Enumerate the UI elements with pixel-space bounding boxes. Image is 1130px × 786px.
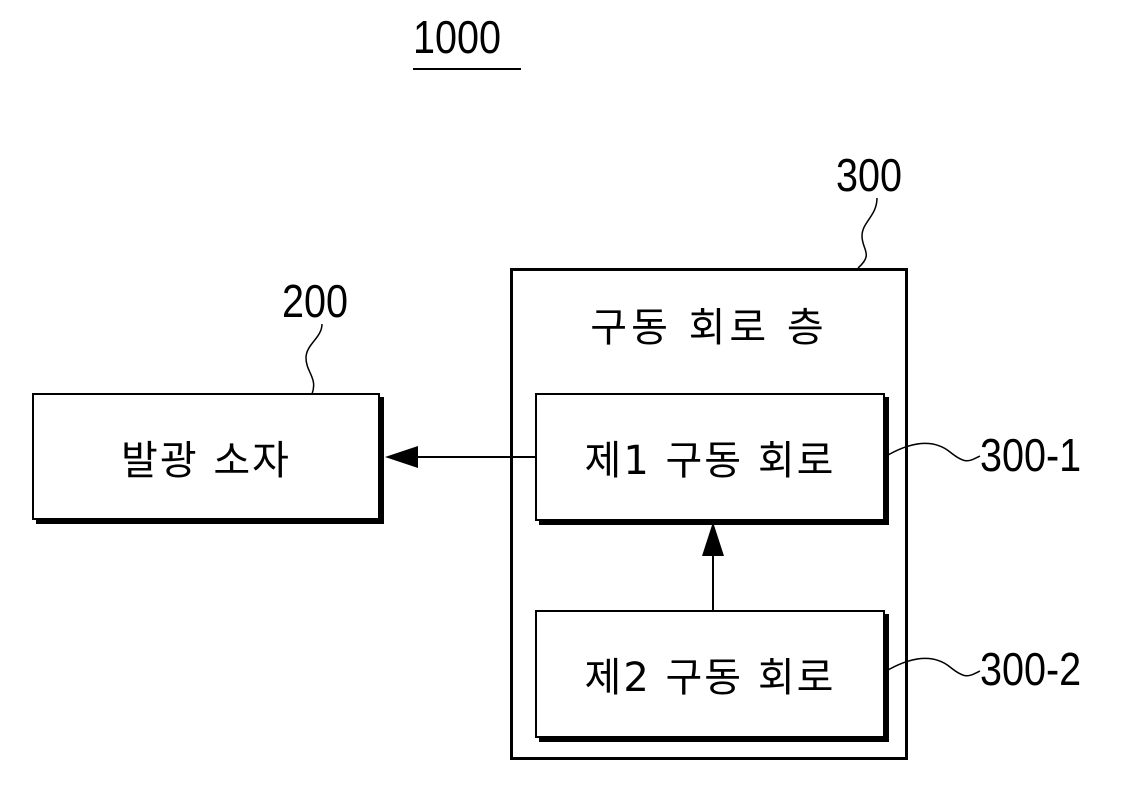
first-driving-circuit-box: 제1 구동 회로 xyxy=(535,393,885,521)
ref-label-300-2: 300-2 xyxy=(980,646,1081,692)
arrowhead-left xyxy=(385,446,418,468)
light-emitting-element-box: 발광 소자 xyxy=(32,393,380,520)
first-driving-circuit-label: 제1 구동 회로 xyxy=(537,395,883,519)
ref-label-300: 300 xyxy=(836,152,902,198)
leader-line-300 xyxy=(858,198,877,268)
ref-label-200: 200 xyxy=(282,278,348,324)
figure-label: 1000 xyxy=(413,14,501,60)
light-emitting-element-label: 발광 소자 xyxy=(34,395,378,518)
second-driving-circuit-label: 제2 구동 회로 xyxy=(537,612,883,736)
ref-label-300-1: 300-1 xyxy=(980,432,1081,478)
driving-circuit-layer-label: 구동 회로 층 xyxy=(513,295,905,353)
second-driving-circuit-box: 제2 구동 회로 xyxy=(535,610,885,738)
leader-line-200 xyxy=(306,324,322,394)
figure-label-underline xyxy=(413,68,521,70)
